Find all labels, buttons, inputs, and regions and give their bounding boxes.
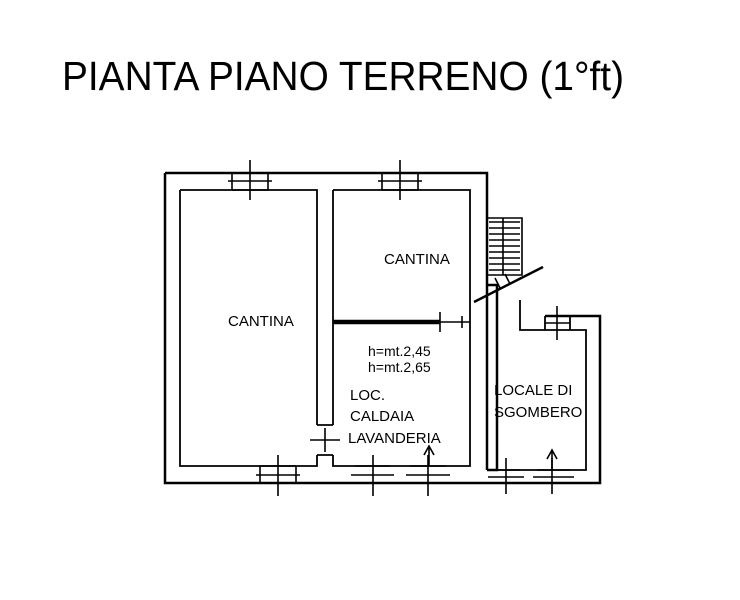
door-center — [310, 428, 340, 452]
outer-walls — [163, 171, 489, 485]
plan-title: PIANTA PIANO TERRENO (1°ft) — [62, 53, 624, 99]
window-bottom-left — [256, 455, 300, 496]
room-label-loc: LOC. — [350, 387, 385, 404]
height-label-2: h=mt.2,65 — [368, 359, 431, 375]
room-label-cantina-top: CANTINA — [384, 251, 450, 268]
window-markers — [228, 160, 574, 496]
room-label-sgombero: SGOMBERO — [494, 404, 582, 421]
window-bottom-center — [351, 455, 450, 496]
room-label-locale-di: LOCALE DI — [494, 382, 572, 399]
room-label-lavanderia: LAVANDERIA — [348, 430, 441, 447]
room-label-caldaia: CALDAIA — [350, 408, 414, 425]
window-annex-top — [545, 306, 570, 340]
vent-arrow-icons — [423, 444, 558, 470]
window-top-left — [228, 160, 272, 200]
window-top-center — [378, 160, 422, 200]
exterior-stair — [473, 217, 544, 304]
internal-partition — [333, 312, 470, 332]
window-annex-bottom — [488, 458, 574, 494]
height-label-1: h=mt.2,45 — [368, 343, 431, 359]
room-label-cantina-left: CANTINA — [228, 313, 294, 330]
